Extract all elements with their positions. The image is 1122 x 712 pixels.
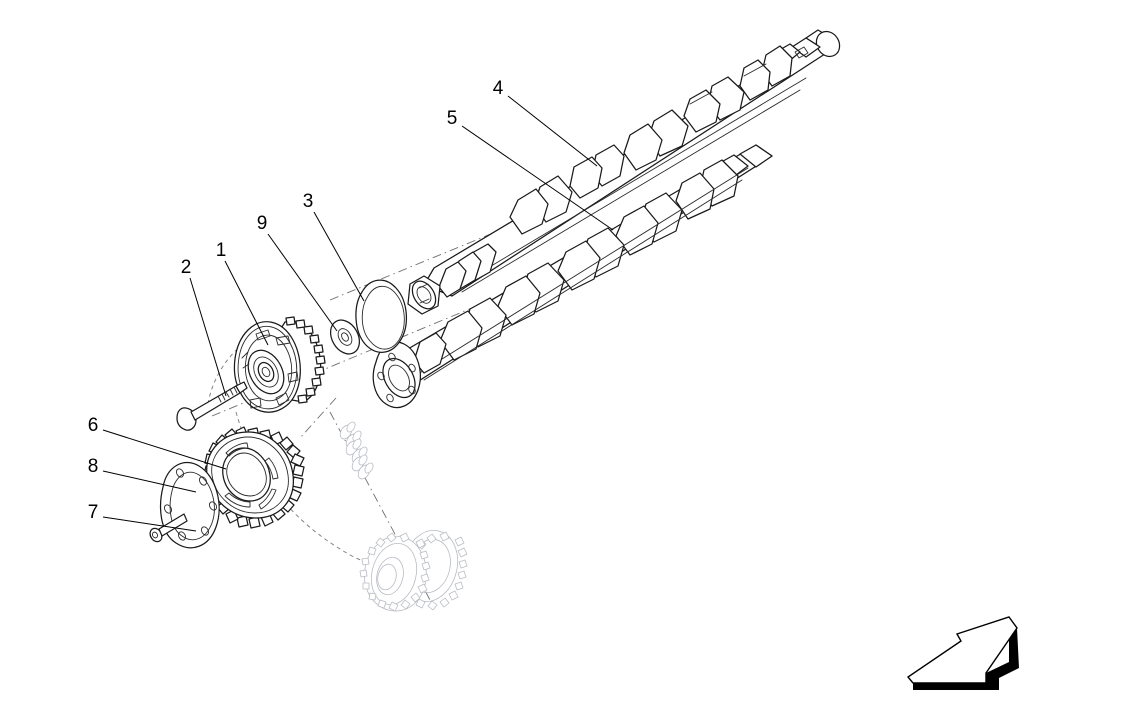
flange-bolt (149, 513, 188, 543)
leader-6 (102, 429, 227, 470)
ghost-geometry (207, 221, 521, 612)
leader-5 (461, 125, 614, 231)
callout-leaders (102, 95, 614, 532)
leader-7 (102, 516, 197, 532)
callout-label-7[interactable]: 7 (88, 502, 99, 523)
double-sprocket (359, 530, 468, 612)
callout-label-5[interactable]: 5 (447, 108, 458, 129)
timing-gear (203, 426, 305, 529)
callout-label-4[interactable]: 4 (493, 78, 504, 99)
leader-2 (189, 277, 227, 397)
timing-chain-segment (339, 421, 374, 480)
leader-1 (224, 260, 269, 346)
camshaft-lower (372, 144, 773, 409)
leader-3 (313, 211, 365, 302)
seal-ring (355, 279, 407, 353)
callout-label-6[interactable]: 6 (88, 415, 99, 436)
callout-labels: 4 5 3 9 1 2 6 8 7 (88, 78, 504, 523)
direction-arrow (906, 616, 1019, 690)
chain-path-curve (235, 411, 405, 574)
leader-4 (507, 95, 598, 167)
camshaft-upper (407, 29, 841, 315)
variable-timing-phaser (233, 316, 326, 413)
axis-line-short (299, 397, 337, 439)
callout-label-8[interactable]: 8 (88, 456, 99, 477)
axis-line-chain (329, 411, 431, 601)
callout-label-3[interactable]: 3 (303, 191, 314, 212)
leader-9 (267, 233, 338, 332)
callout-label-2[interactable]: 2 (181, 257, 192, 278)
washer (329, 319, 361, 355)
callout-label-9[interactable]: 9 (257, 213, 268, 234)
leader-8 (102, 470, 197, 493)
callout-label-1[interactable]: 1 (216, 240, 227, 261)
phaser-bolt (176, 381, 248, 431)
